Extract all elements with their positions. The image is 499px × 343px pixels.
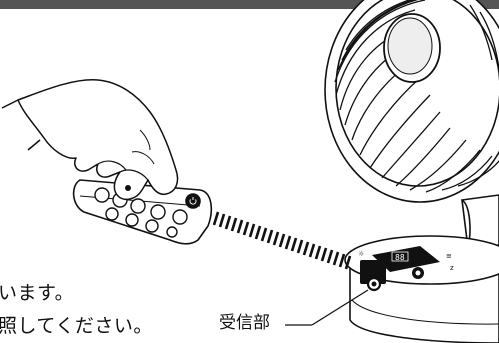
panel-display: 88: [391, 251, 409, 262]
fan-head: [324, 0, 499, 203]
header-band: [0, 0, 499, 9]
receiver-window: [360, 260, 386, 292]
instruction-line-1: います。: [0, 282, 75, 304]
ir-beam: [212, 211, 352, 270]
power-icon: [185, 193, 201, 209]
receiver-label: 受信部: [219, 313, 270, 333]
control-panel: 88 ☼ ≡ z: [358, 246, 454, 292]
svg-text:z: z: [450, 264, 454, 272]
svg-text:≡: ≡: [446, 252, 452, 260]
callout-leader: [285, 289, 369, 326]
svg-text:88: 88: [395, 253, 405, 262]
svg-text:☼: ☼: [358, 250, 364, 258]
remote-buttons: [94, 187, 188, 238]
remote-control: [72, 179, 213, 245]
instruction-line-2: 照してください。: [0, 315, 153, 337]
hand-illustration: [1, 79, 179, 201]
